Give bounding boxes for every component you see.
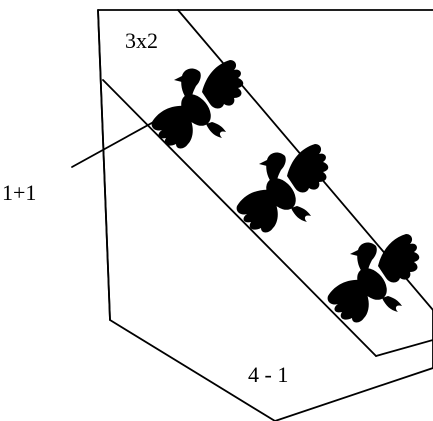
shield-left-edge	[97, 9, 111, 321]
bird-icon	[327, 234, 420, 323]
label-3x2: 3x2	[125, 28, 158, 53]
bird-icon	[151, 60, 244, 149]
label-4minus1: 4 - 1	[248, 362, 288, 387]
bird-icon	[236, 144, 329, 233]
band-lower-edge	[102, 79, 377, 357]
label-1plus1: 1+1	[2, 180, 36, 205]
bottom-edge	[375, 339, 433, 357]
